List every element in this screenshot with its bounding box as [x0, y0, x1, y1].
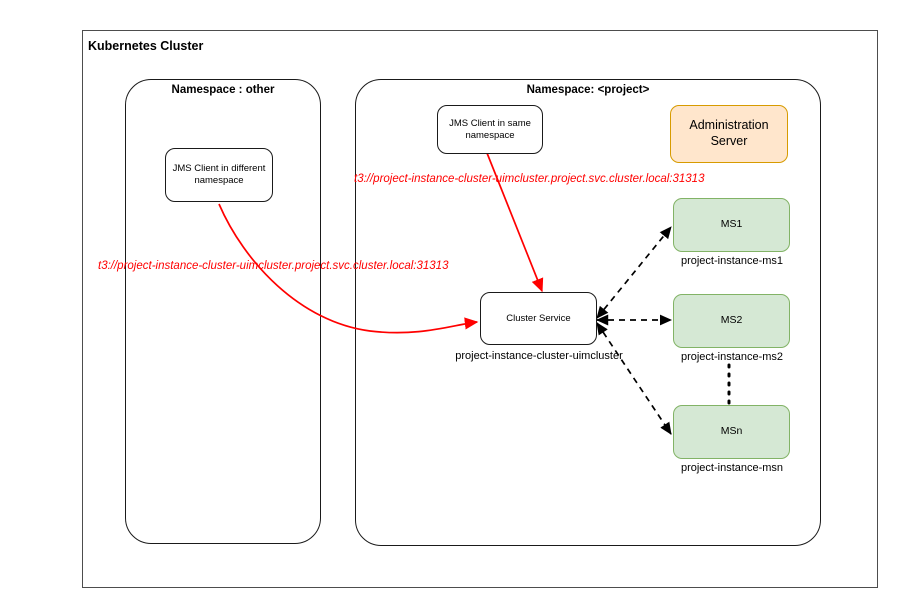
- namespace-other-title: Namespace : other: [171, 84, 275, 96]
- caption-cluster-service: project-instance-cluster-uimcluster: [455, 350, 623, 362]
- node-cluster-service[interactable]: Cluster Service: [480, 292, 597, 345]
- caption-ms1: project-instance-ms1: [680, 255, 784, 267]
- node-administration-server[interactable]: Administration Server: [670, 105, 788, 163]
- namespace-project-title: Namespace: <project>: [526, 84, 650, 96]
- kubernetes-cluster-title: Kubernetes Cluster: [88, 39, 204, 53]
- url-label-from-same-namespace: t3://project-instance-cluster-uimcluster…: [354, 173, 705, 185]
- kubernetes-cluster-boundary: [82, 30, 878, 588]
- caption-ms2: project-instance-ms2: [680, 351, 784, 363]
- node-jms-client-different-namespace[interactable]: JMS Client in different namespace: [165, 148, 273, 202]
- url-label-from-different-namespace: t3://project-instance-cluster-uimcluster…: [98, 260, 449, 272]
- caption-msn: project-instance-msn: [680, 462, 784, 474]
- node-ms2[interactable]: MS2: [673, 294, 790, 348]
- node-jms-client-same-namespace[interactable]: JMS Client in same namespace: [437, 105, 543, 154]
- node-msn[interactable]: MSn: [673, 405, 790, 459]
- node-ms1[interactable]: MS1: [673, 198, 790, 252]
